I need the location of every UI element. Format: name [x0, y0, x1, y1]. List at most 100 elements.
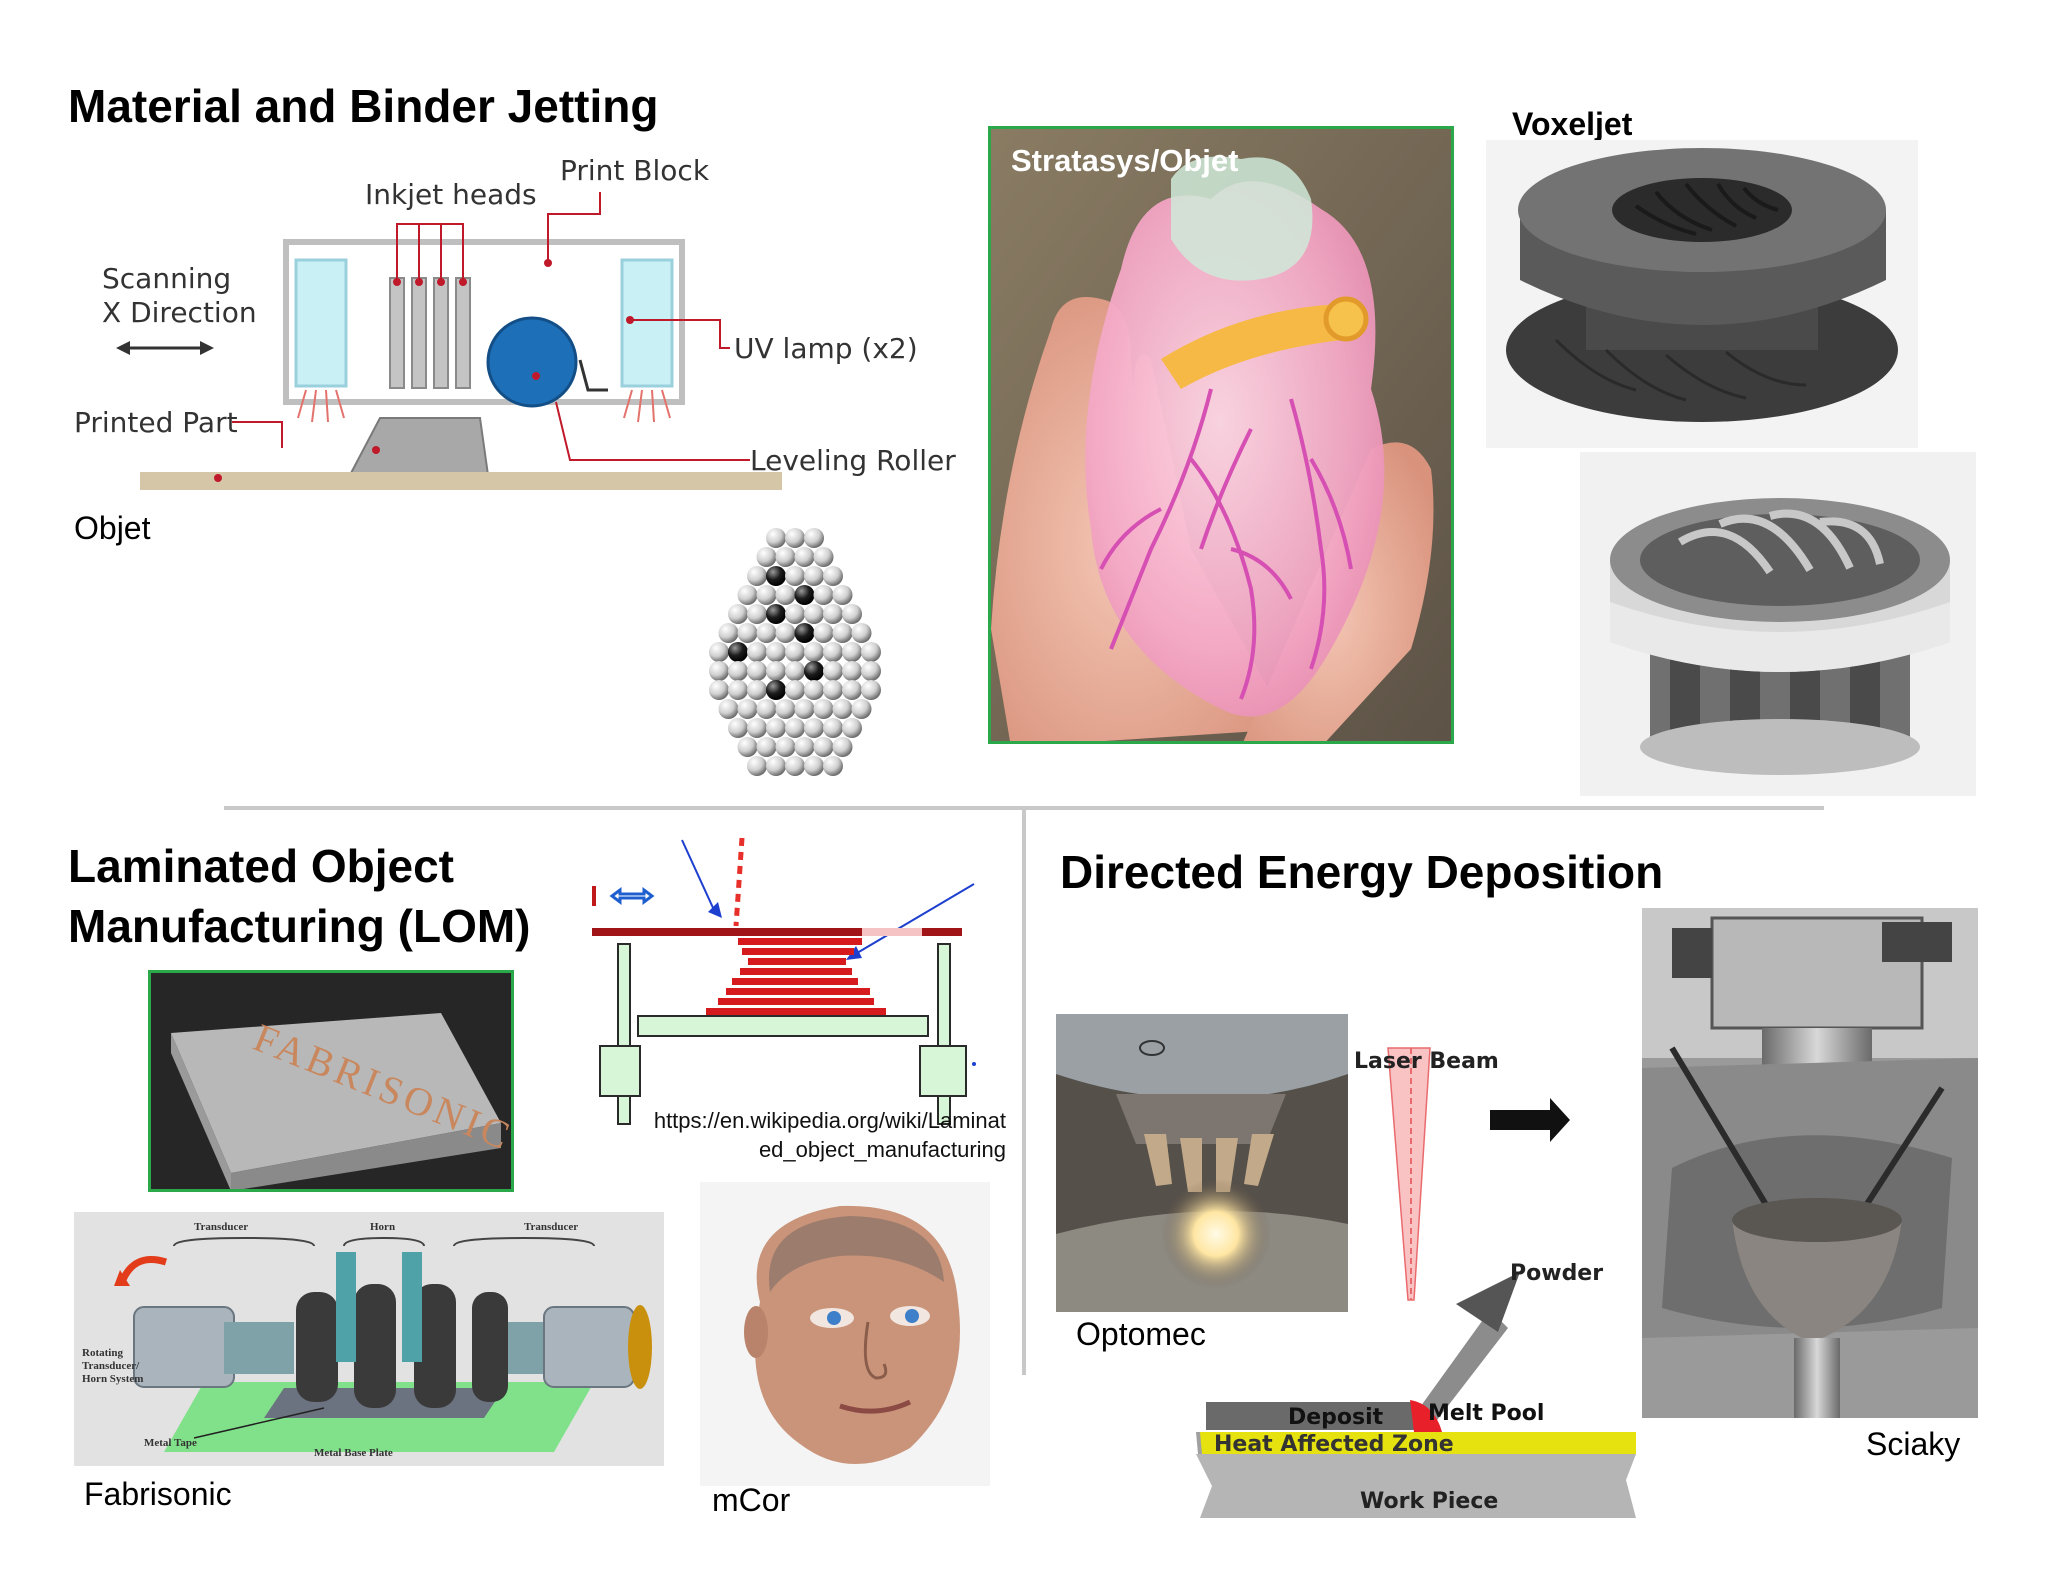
title-directed-energy-deposition: Directed Energy Deposition — [1060, 846, 1664, 898]
laser-beam-label: Laser Beam — [1354, 1049, 1499, 1074]
lattice-sphere — [804, 642, 824, 662]
lattice-sphere — [709, 642, 729, 662]
heart-photo-illustration — [991, 129, 1451, 741]
fab-metal-tape-label: Metal Tape — [144, 1437, 197, 1449]
lattice-sphere — [842, 661, 862, 681]
lattice-sphere — [747, 642, 767, 662]
lattice-sphere — [766, 718, 786, 738]
voxeljet-impeller-metal-photo — [1580, 452, 1976, 796]
inkjet-heads-label: Inkjet heads — [365, 178, 537, 211]
lattice-sphere — [775, 737, 796, 757]
mcor-caption: mCor — [712, 1482, 791, 1518]
lattice-sphere — [813, 699, 834, 719]
lattice-sphere — [737, 699, 758, 719]
lattice-sphere — [775, 623, 796, 643]
lattice-sphere — [861, 642, 881, 662]
lattice-sphere — [747, 718, 767, 738]
lattice-sphere — [728, 680, 748, 700]
x-direction-label: X Direction — [102, 296, 257, 329]
lattice-sphere — [823, 604, 843, 624]
fab-metal-base-plate-label: Metal Base Plate — [314, 1447, 393, 1459]
lattice-sphere — [851, 699, 872, 719]
lattice-sphere — [737, 737, 758, 757]
lattice-sphere — [851, 623, 872, 643]
lattice-sphere — [804, 528, 824, 548]
lattice-sphere — [861, 661, 881, 681]
lattice-sphere — [747, 756, 767, 776]
lom-schematic-diagram — [592, 837, 976, 1125]
lattice-sphere — [823, 718, 843, 738]
lom-url-line2: ed_object_manufacturing — [758, 1137, 1006, 1162]
lattice-sphere — [823, 642, 843, 662]
lattice-sphere — [718, 699, 739, 719]
title-material-binder-jetting: Material and Binder Jetting — [68, 80, 659, 132]
lattice-sphere — [794, 547, 815, 567]
lattice-sphere — [842, 680, 862, 700]
lom-source-url: https://en.wikipedia.org/wiki/Laminat ed… — [640, 1106, 1006, 1164]
horizontal-divider — [224, 806, 1824, 810]
lattice-sphere — [785, 642, 805, 662]
lattice-sphere — [737, 585, 758, 605]
ded-process-diagram: Laser Beam Powder Deposit Melt Pool Heat… — [1196, 1047, 1636, 1518]
optomec-caption: Optomec — [1076, 1316, 1206, 1352]
lattice-sphere — [842, 642, 862, 662]
lattice-sphere — [785, 528, 805, 548]
fab-rotating-label-3: Horn System — [82, 1373, 143, 1385]
lattice-sphere — [813, 623, 834, 643]
lom-url-line1: https://en.wikipedia.org/wiki/Laminat — [653, 1108, 1006, 1133]
lattice-sphere — [728, 604, 748, 624]
voxeljet-label: Voxeljet — [1512, 106, 1633, 142]
lattice-sphere — [709, 680, 729, 700]
lattice-sphere — [861, 680, 881, 700]
lattice-sphere — [766, 661, 786, 681]
lattice-sphere — [766, 642, 786, 662]
lattice-sphere — [785, 604, 805, 624]
lattice-sphere — [813, 737, 834, 757]
lattice-sphere — [842, 604, 862, 624]
objet-caption: Objet — [74, 510, 151, 546]
uv-lamp-label: UV lamp (x2) — [734, 332, 918, 365]
lattice-sphere — [747, 661, 767, 681]
fab-rotating-label-1: Rotating — [82, 1347, 123, 1359]
voxel-sphere-cube-image — [709, 528, 881, 776]
lattice-sphere — [728, 642, 748, 662]
lattice-sphere — [728, 718, 748, 738]
lattice-sphere — [823, 566, 843, 586]
lattice-sphere — [747, 604, 767, 624]
lattice-sphere — [785, 718, 805, 738]
mcor-printed-head-photo — [700, 1182, 990, 1486]
lattice-sphere — [785, 756, 805, 776]
print-block-label: Print Block — [560, 154, 710, 187]
fabrisonic-block-photo: FABRISONIC — [148, 970, 514, 1192]
lattice-sphere — [823, 756, 843, 776]
lattice-sphere — [823, 680, 843, 700]
powder-label: Powder — [1510, 1261, 1603, 1286]
melt-pool-label: Melt Pool — [1428, 1401, 1544, 1426]
lattice-sphere — [775, 699, 796, 719]
lattice-sphere — [756, 585, 777, 605]
lattice-sphere — [794, 737, 815, 757]
lattice-sphere — [766, 528, 786, 548]
voxeljet-impeller-dark-photo — [1486, 140, 1918, 448]
lattice-sphere — [813, 585, 834, 605]
fabrisonic-ultrasonic-diagram: Transducer Horn Transducer Rotating Tran… — [74, 1212, 664, 1466]
printed-part-label: Printed Part — [74, 406, 238, 439]
fabrisonic-block-illustration: FABRISONIC — [151, 973, 511, 1189]
lattice-sphere — [775, 585, 796, 605]
optomec-nozzle-photo — [1056, 1014, 1348, 1312]
lattice-sphere — [794, 585, 815, 605]
lattice-sphere — [756, 623, 777, 643]
lattice-sphere — [804, 566, 824, 586]
fab-transducer-left-label: Transducer — [194, 1221, 248, 1233]
objet-jetting-diagram: Inkjet heads Print Block Scanning X Dire… — [74, 154, 956, 490]
lattice-sphere — [747, 680, 767, 700]
lattice-sphere — [832, 585, 853, 605]
deposit-label: Deposit — [1288, 1405, 1384, 1430]
lattice-sphere — [785, 680, 805, 700]
lattice-sphere — [832, 623, 853, 643]
lattice-sphere — [766, 604, 786, 624]
lattice-sphere — [737, 623, 758, 643]
title-lom-line1: Laminated Object — [68, 840, 454, 892]
lattice-sphere — [709, 661, 729, 681]
lattice-sphere — [794, 699, 815, 719]
